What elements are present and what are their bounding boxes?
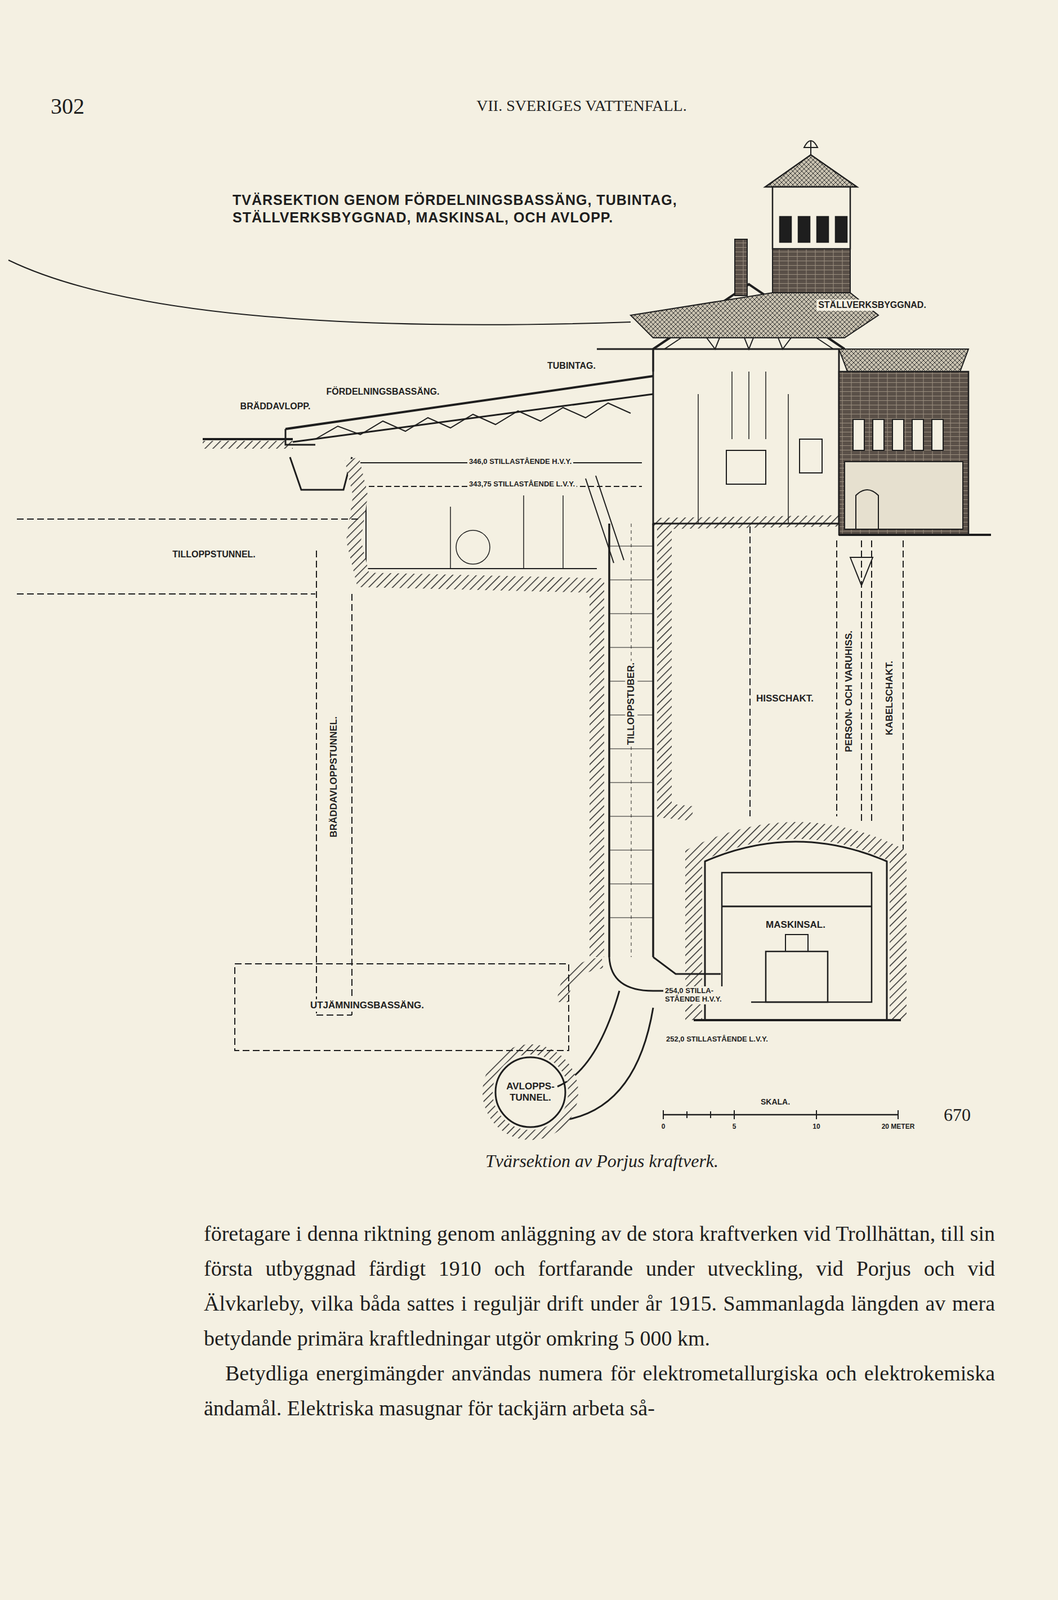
part-label: AVLOPPS- TUNNEL. [504, 1080, 557, 1104]
scale-number: 5 [730, 1122, 739, 1132]
figure-caption: Tvärsektion av Porjus kraftverk. [485, 1150, 719, 1172]
part-label: UTJÄMNINGSBASSÄNG. [308, 999, 426, 1012]
scale-label: SKALA. [759, 1096, 792, 1107]
running-head: VII. SVERIGES VATTENFALL. [476, 96, 687, 115]
part-label: FÖRDELNINGSBASSÄNG. [324, 386, 442, 398]
part-label: TILLOPPSTUBER. [625, 661, 638, 747]
scale-number: 20 METER [880, 1122, 917, 1132]
part-label: BRÄDDAVLOPP. [238, 400, 313, 413]
scale-number: 0 [659, 1122, 668, 1132]
part-label: MASKINSAL. [764, 918, 828, 932]
level-label: 343,75 STILLASTÅENDE L.V.Y. [467, 479, 577, 490]
part-label: HISSCHAKT. [754, 692, 816, 705]
figure-number: 670 [943, 1104, 971, 1126]
body-text: företagare i denna riktning genom anlägg… [203, 1216, 995, 1426]
part-label: TILLOPPSTUNNEL. [170, 548, 258, 561]
level-label: 254,0 STILLA- STÅENDE H.V.Y. [663, 986, 752, 1005]
part-label: STÄLLVERKSBYGGNAD. [816, 299, 928, 311]
level-label: 252,0 STILLASTÅENDE L.V.Y. [664, 1034, 770, 1045]
figure-heading: TVÄRSEKTION GENOM FÖRDELNINGSBASSÄNG, TU… [232, 191, 683, 227]
part-label: KABELSCHAKT. [883, 659, 896, 738]
level-label: 346,0 STILLASTÅENDE H.V.Y. [467, 457, 574, 467]
body-paragraph: Betydliga energimängder användas numera … [203, 1355, 995, 1426]
part-label: TUBINTAG. [545, 360, 598, 372]
body-paragraph: företagare i denna riktning genom anlägg… [203, 1216, 995, 1356]
scale-number: 10 [810, 1122, 822, 1132]
part-label: BRÄDDAVLOPPSTUNNEL. [327, 714, 341, 839]
part-label: PERSON- OCH VARUHISS. [842, 628, 856, 754]
page-number: 302 [50, 92, 85, 120]
